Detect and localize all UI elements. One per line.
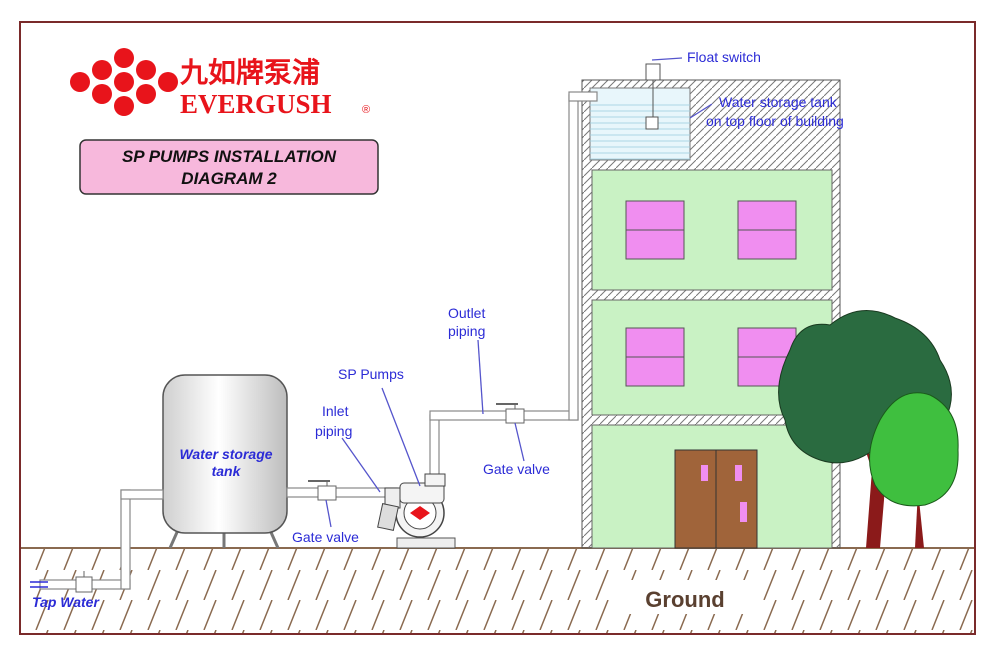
door [674,449,758,549]
evergush-logo [70,48,178,116]
outlet-piping-label-line1: Outlet [448,305,485,321]
gate-valve-outlet [496,403,525,424]
ground-label: Ground [645,587,724,612]
inlet-piping-label-line1: Inlet [322,403,349,419]
gate-valve-outlet-label: Gate valve [483,461,550,477]
leader-lines [325,57,713,528]
ground-tank-label-line2: tank [212,463,242,479]
tap-water-arrows [30,581,48,588]
float-switch-label: Float switch [687,49,761,65]
building [581,79,841,549]
gate-valve-inlet [308,480,337,501]
inlet-piping-label-line2: piping [315,423,352,439]
registered-mark: ® [362,104,370,116]
gate-valve-inlet-label: Gate valve [292,529,359,545]
float-switch [645,63,661,130]
tap-water-label: Tap Water [32,594,100,610]
outlet-piping-label-line2: piping [448,323,485,339]
ground [21,547,974,633]
roof-tank-label-line2: on top floor of building [706,113,844,129]
brand-chinese: 九如牌泵浦 [180,56,320,89]
windows [625,200,797,387]
roof-tank-label-line1: Water storage tank [719,94,838,110]
title-line2: DIAGRAM 2 [181,169,277,188]
tap-water-valve [75,571,93,593]
sp-pumps-label: SP Pumps [338,366,404,382]
title-line1: SP PUMPS INSTALLATION [122,147,337,166]
tree [778,309,959,548]
brand-english: EVERGUSH [180,89,332,119]
title-box [79,139,379,195]
ground-tank-label-line1: Water storage [179,446,272,462]
sp-pump [377,473,456,549]
ground-storage-tank [162,374,288,549]
